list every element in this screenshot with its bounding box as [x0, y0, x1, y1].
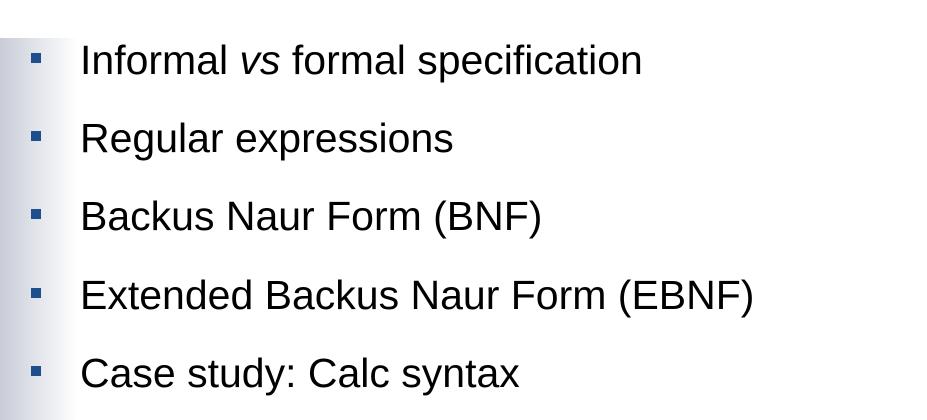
bullet-item-ebnf: Extended Backus Naur Form (EBNF): [0, 271, 927, 351]
left-gradient-bar: [0, 38, 78, 420]
square-bullet-icon: [31, 288, 41, 298]
square-bullet-icon: [31, 209, 41, 219]
bullet-text-emphasis: vs: [239, 37, 281, 83]
bullet-text: Extended Backus Naur Form (EBNF): [80, 272, 755, 318]
bullet-text-prefix: Informal: [80, 37, 240, 83]
bullet-text: Regular expressions: [80, 115, 454, 161]
bullet-item-regular-expressions: Regular expressions: [0, 114, 927, 194]
square-bullet-icon: [31, 366, 41, 376]
bullet-item-case-study: Case study: Calc syntax: [0, 349, 927, 420]
bullet-text: Backus Naur Form (BNF): [80, 193, 543, 239]
bullet-text: Informal vs formal specification: [80, 36, 643, 84]
bullet-item-bnf: Backus Naur Form (BNF): [0, 192, 927, 272]
square-bullet-icon: [31, 53, 41, 63]
bullet-text-suffix: formal specification: [280, 37, 643, 83]
bullet-item-informal-vs-formal: Informal vs formal specification: [0, 36, 927, 116]
bullet-text: Case study: Calc syntax: [80, 350, 520, 396]
square-bullet-icon: [31, 131, 41, 141]
